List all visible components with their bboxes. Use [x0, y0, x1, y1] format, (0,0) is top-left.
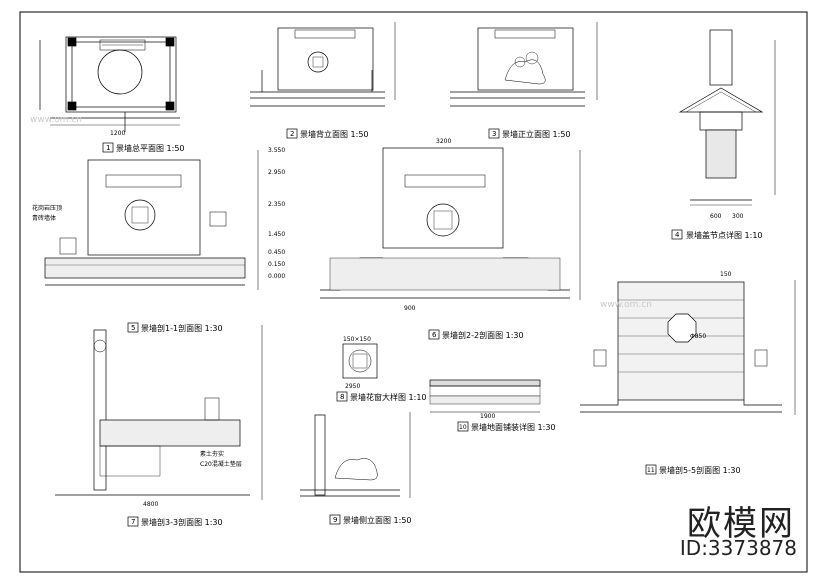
- elevation-mark: 3.550: [268, 147, 285, 154]
- sheet-border: [19, 11, 808, 573]
- view-2-back-elevation: [250, 22, 396, 107]
- elevation-mark: 0.000: [268, 273, 285, 280]
- annotation-note: 青砖墙体: [32, 214, 56, 222]
- view-7-section-3-3: [55, 325, 263, 500]
- view-9-title: 景墙侧立面图 1:50: [343, 515, 412, 525]
- view-3-front-elevation: [450, 22, 598, 107]
- view-2-no: 2: [290, 130, 294, 138]
- view-3-no: 3: [492, 130, 496, 138]
- annotation-note: 花岗岩压顶: [32, 204, 62, 212]
- elevation-mark: 0.450: [268, 249, 285, 256]
- view-4-cap-detail: [678, 29, 776, 206]
- view-6-no: 6: [432, 331, 437, 339]
- elevation-mark: 2.950: [268, 169, 285, 176]
- view-1-no: 1: [106, 144, 110, 152]
- view-4-title: 景墙盖节点详图 1:10: [686, 230, 763, 240]
- view-5-title: 景墙剖1-1剖面图 1:30: [141, 323, 223, 333]
- view-10-title: 景墙地面铺装详图 1:30: [471, 422, 556, 432]
- view-2-title: 景墙背立面图 1:50: [300, 129, 369, 139]
- dimension-text: 2950: [345, 383, 360, 390]
- watermark-site: www.om.cn: [30, 115, 82, 125]
- dimension-text: 600: [710, 213, 722, 220]
- elevation-mark: 1.450: [268, 231, 285, 238]
- view-8-no: 8: [340, 393, 344, 401]
- view-6-section-2-2: [320, 147, 581, 300]
- watermark-id: ID:3373878: [679, 536, 797, 560]
- dimension-text: 1900: [480, 413, 495, 420]
- dimension-text: 3200: [436, 138, 451, 145]
- dimension-text: 1200: [110, 130, 125, 137]
- watermark-site: www.om.cn: [600, 300, 652, 310]
- view-7-title: 景墙剖3-3剖面图 1:30: [141, 517, 223, 527]
- view-10-no: 10: [459, 424, 467, 431]
- view-9-no: 9: [333, 516, 337, 524]
- view-11-no: 11: [647, 467, 655, 474]
- view-8-title: 景墙花窗大样图 1:10: [350, 392, 427, 402]
- dimension-text: 150×150: [343, 336, 371, 343]
- view-7-no: 7: [131, 518, 135, 526]
- elevation-mark: 2.350: [268, 201, 285, 208]
- dimension-text: 900: [404, 305, 416, 312]
- view-3-title: 景墙正立面图 1:50: [502, 129, 571, 139]
- view-8-window-detail: [342, 343, 378, 379]
- annotation-note: 素土夯实: [200, 450, 224, 458]
- view-11-title: 景墙剖5-5剖面图 1:30: [659, 465, 741, 475]
- annotation-note: Φ850: [690, 333, 706, 340]
- dimension-text: 150: [720, 271, 732, 278]
- view-1-title: 景墙总平面图 1:50: [116, 143, 185, 153]
- dimension-text: 300: [732, 213, 744, 220]
- view-1-plan: [39, 36, 180, 132]
- view-5-no: 5: [131, 324, 135, 332]
- view-11-section-5-5: [580, 280, 796, 415]
- view-4-no: 4: [675, 231, 680, 239]
- view-5-section-1-1: [44, 150, 259, 290]
- view-6-title: 景墙剖2-2剖面图 1:30: [442, 330, 524, 340]
- elevation-mark: 0.150: [268, 261, 285, 268]
- dimension-text: 4800: [143, 501, 158, 508]
- view-10-paving-detail: [429, 379, 541, 413]
- view-9-side-elevation: [300, 412, 411, 498]
- annotation-note: C20混凝土垫层: [200, 460, 242, 468]
- watermark-brand: 欧模网: [687, 504, 795, 544]
